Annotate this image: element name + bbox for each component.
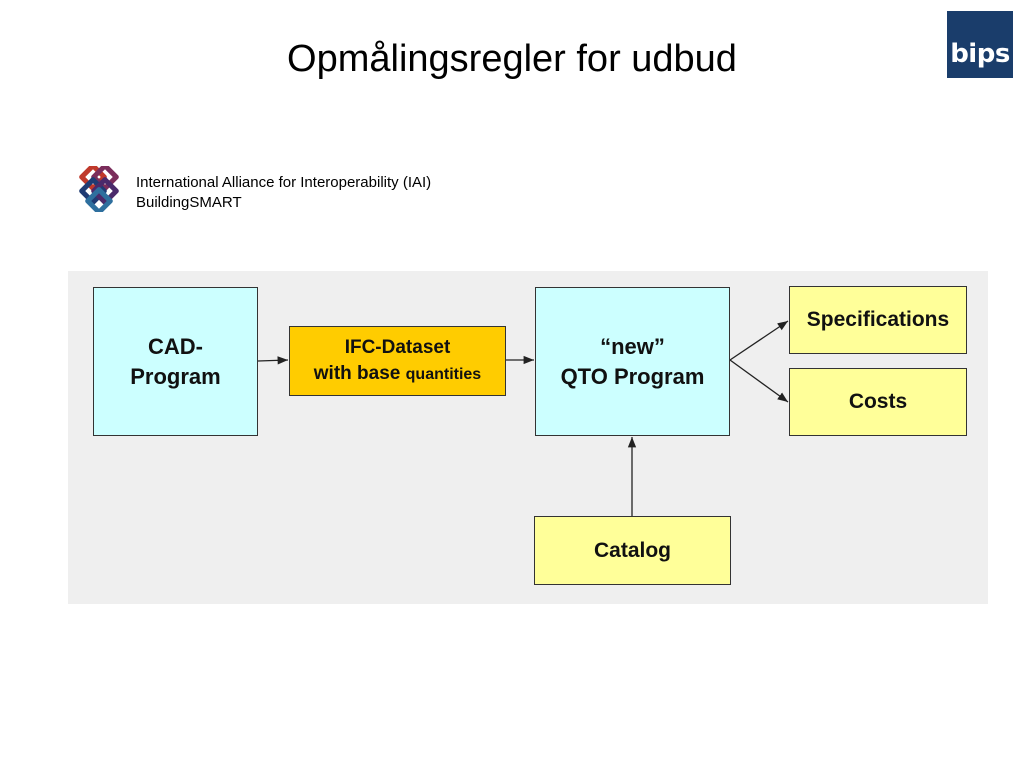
node-catalog: Catalog: [534, 516, 731, 585]
node-cad-line2: Program: [130, 363, 221, 389]
node-specifications-label: Specifications: [806, 308, 950, 331]
slide-title: Opmålingsregler for udbud: [287, 38, 737, 80]
node-cad-program: CAD- Program: [93, 287, 258, 436]
node-ifc-line2: with base quantities: [314, 361, 481, 388]
node-ifc-line2-main: with base: [313, 362, 406, 384]
node-qto-line2: QTO Program: [560, 363, 705, 389]
node-qto-program: “new” QTO Program: [535, 287, 730, 436]
bips-logo: bips: [947, 11, 1013, 78]
node-ifc-dataset: IFC-Dataset with base quantities: [289, 326, 506, 396]
node-costs-label: Costs: [848, 390, 908, 413]
bips-logo-text: bips: [950, 39, 1010, 69]
organization-alias: BuildingSMART: [136, 194, 242, 211]
organization-name: International Alliance for Interoperabil…: [136, 174, 432, 191]
edge-qto-to-specifications: [729, 320, 789, 361]
diagram-connectors: [257, 320, 789, 516]
node-cad-line1: CAD-: [148, 333, 203, 359]
edge-cad-to-ifc: [257, 356, 289, 365]
node-qto-line1: “new”: [600, 333, 665, 359]
workflow-diagram: CAD- Program IFC-Dataset with base quant…: [68, 271, 988, 604]
node-ifc-line2-small: quantities: [405, 365, 482, 383]
node-ifc-line1: IFC-Dataset: [344, 336, 451, 358]
edge-qto-to-costs: [729, 359, 789, 403]
node-costs: Costs: [789, 368, 967, 436]
node-catalog-label: Catalog: [593, 538, 671, 562]
node-specifications: Specifications: [789, 286, 967, 354]
interlocking-rings-icon: [79, 166, 119, 212]
